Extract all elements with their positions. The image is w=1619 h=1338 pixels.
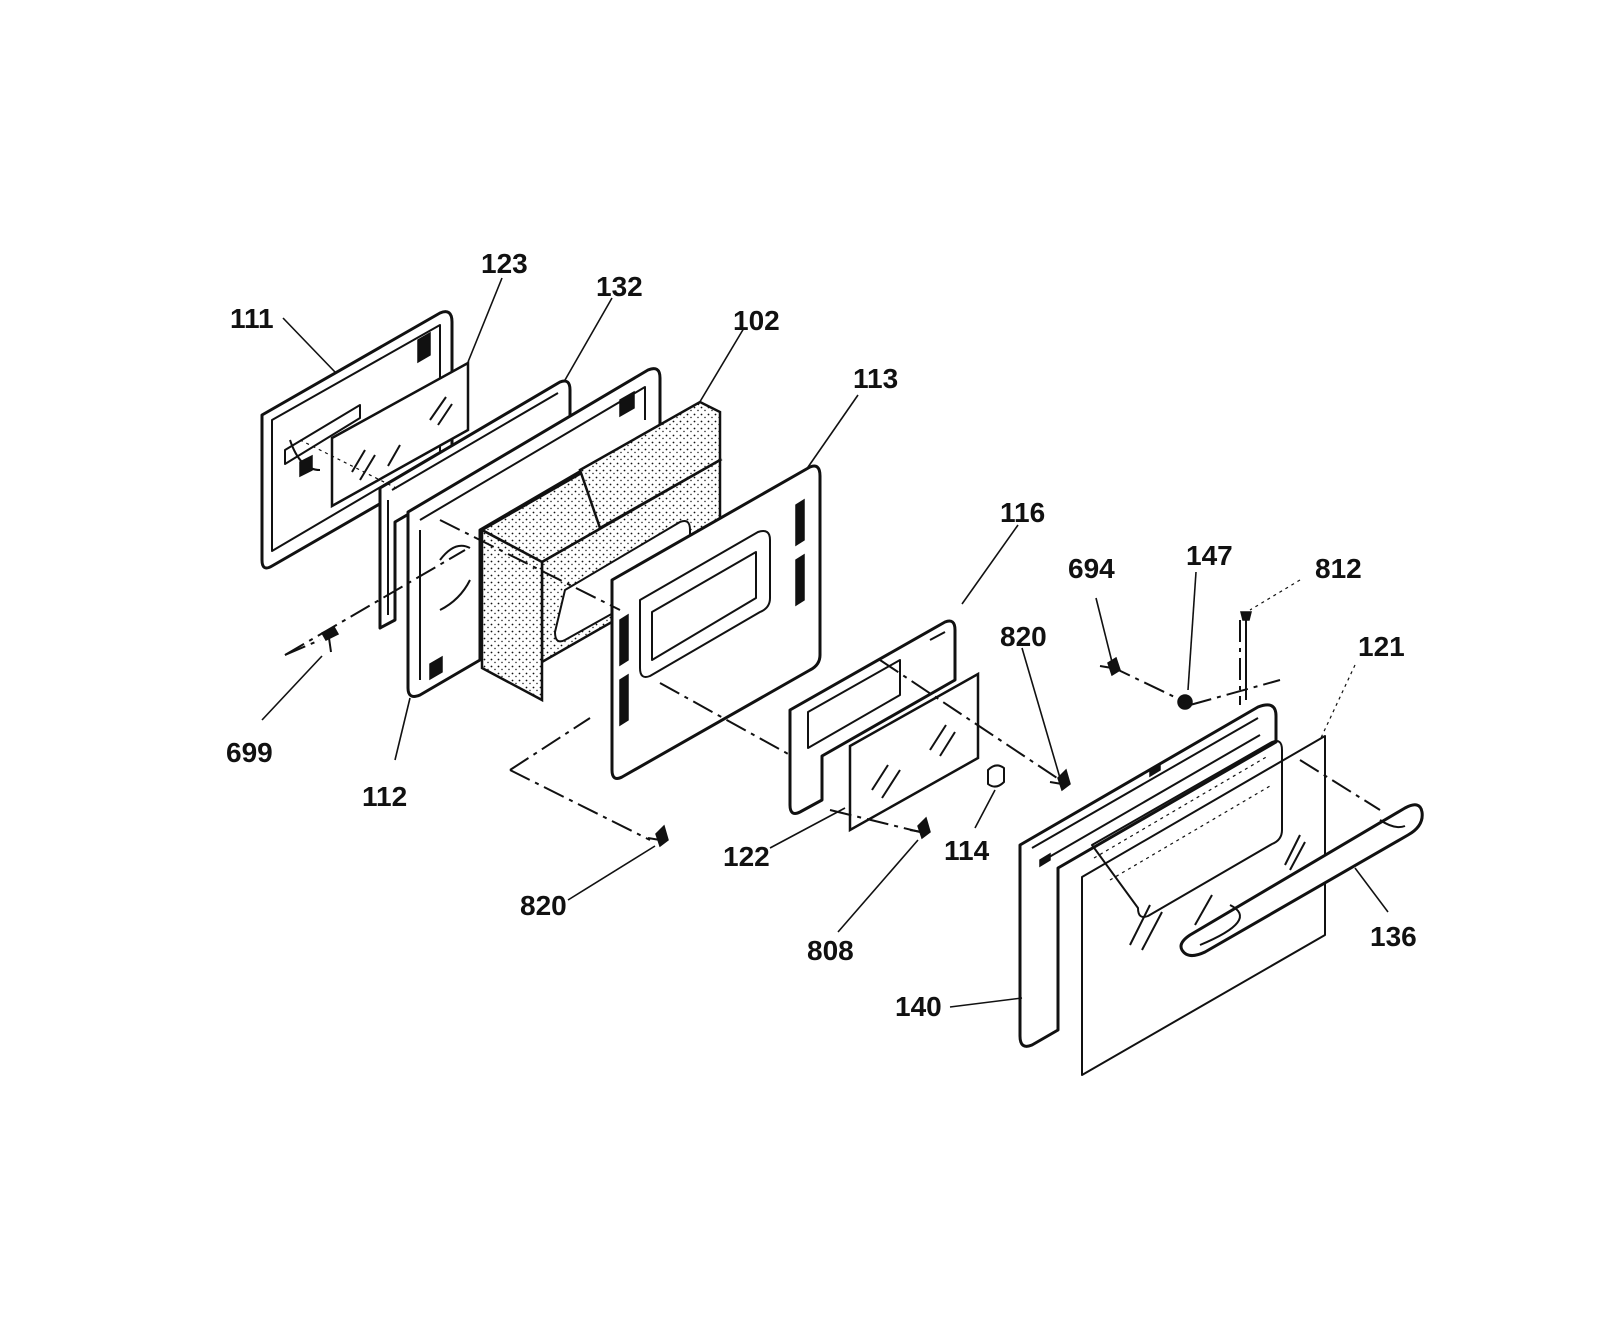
- label-147: 147: [1186, 540, 1233, 571]
- part-113-door-liner: [610, 464, 822, 780]
- screw-699: [320, 626, 340, 653]
- label-123: 123: [481, 248, 528, 279]
- label-140: 140: [895, 991, 942, 1022]
- label-136: 136: [1370, 921, 1417, 952]
- screw-820-upper: [1049, 768, 1071, 792]
- label-121: 121: [1358, 631, 1405, 662]
- label-114: 114: [944, 835, 990, 866]
- label-699: 699: [226, 737, 273, 768]
- label-111: 111: [230, 303, 274, 334]
- label-820-lower: 820: [520, 890, 567, 921]
- part-labels: 111 123 132 102 113 116 694 147 812 820 …: [226, 248, 1417, 1022]
- label-820-upper: 820: [1000, 621, 1047, 652]
- screw-808: [909, 816, 931, 840]
- label-808: 808: [807, 935, 854, 966]
- part-140-outer-frame: [1018, 703, 1278, 1048]
- label-122: 122: [723, 841, 770, 872]
- part-114-clip: [987, 764, 1005, 788]
- label-132: 132: [596, 271, 643, 302]
- label-113: 113: [853, 363, 898, 394]
- label-812: 812: [1315, 553, 1362, 584]
- centerlines: [284, 439, 1381, 841]
- part-116-glass-bracket: [788, 619, 957, 815]
- leader-lines: [261, 277, 1389, 1008]
- label-694: 694: [1068, 553, 1115, 584]
- part-102-insulation: [479, 400, 723, 703]
- screw-812: [1240, 611, 1252, 700]
- part-123-inner-glass: [330, 360, 470, 509]
- label-102: 102: [733, 305, 780, 336]
- part-136-handle: [1179, 803, 1424, 957]
- part-121-outer-glass: [1081, 735, 1326, 1076]
- label-112: 112: [362, 781, 407, 812]
- label-116: 116: [1000, 497, 1045, 528]
- screw-820-lower: [647, 824, 669, 848]
